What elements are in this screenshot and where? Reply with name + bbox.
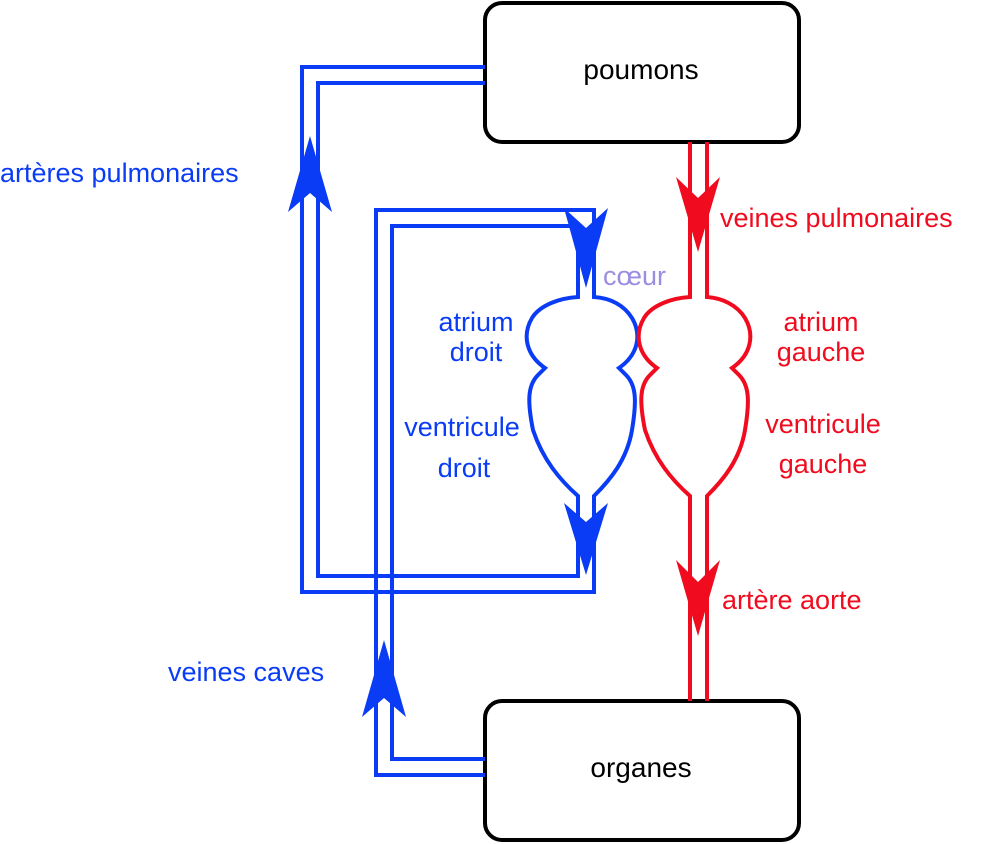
lungs-label: poumons bbox=[583, 54, 698, 85]
left-atrium-label-line2: gauche bbox=[777, 337, 866, 367]
vena-cava-vessel bbox=[374, 208, 596, 777]
heart-label: cœur bbox=[603, 261, 666, 291]
vena-cava-arrow-icon bbox=[362, 640, 406, 717]
vena-cava-label: veines caves bbox=[168, 657, 324, 687]
pulmonary-arteries-vessel bbox=[300, 65, 596, 594]
pulmonary-artery-inner-wall bbox=[316, 81, 580, 578]
pulmonary-veins-arrow-icon bbox=[676, 177, 720, 252]
pulmonary-artery-outer-wall bbox=[300, 65, 596, 594]
pulmonary-arteries-label: artères pulmonaires bbox=[0, 158, 239, 188]
right-atrium-inflow-arrow-icon bbox=[564, 208, 608, 288]
aorta-arrow-icon bbox=[676, 560, 720, 636]
aorta-label: artère aorte bbox=[722, 585, 862, 615]
pulmonary-veins-label: veines pulmonaires bbox=[720, 203, 953, 233]
lungs-box: poumons bbox=[483, 1, 801, 144]
right-ventricle-label-line2: droit bbox=[438, 453, 491, 483]
right-heart-outline bbox=[524, 292, 640, 512]
pulmonary-arteries-arrow-icon bbox=[288, 136, 332, 212]
left-atrium-label-line1: atrium bbox=[783, 307, 858, 337]
organs-label: organes bbox=[590, 752, 691, 783]
left-ventricle-label-line1: ventricule bbox=[765, 409, 881, 439]
right-atrium-label-line2: droit bbox=[450, 337, 503, 367]
left-heart-outline bbox=[636, 292, 753, 512]
right-ventricle-label-line1: ventricule bbox=[404, 412, 520, 442]
vena-cava-outer-wall bbox=[374, 208, 596, 777]
left-ventricle-label-line2: gauche bbox=[779, 449, 868, 479]
right-ventricle-outflow-arrow-icon bbox=[564, 503, 608, 575]
right-atrium-label-line1: atrium bbox=[438, 307, 513, 337]
organs-box: organes bbox=[483, 699, 801, 842]
